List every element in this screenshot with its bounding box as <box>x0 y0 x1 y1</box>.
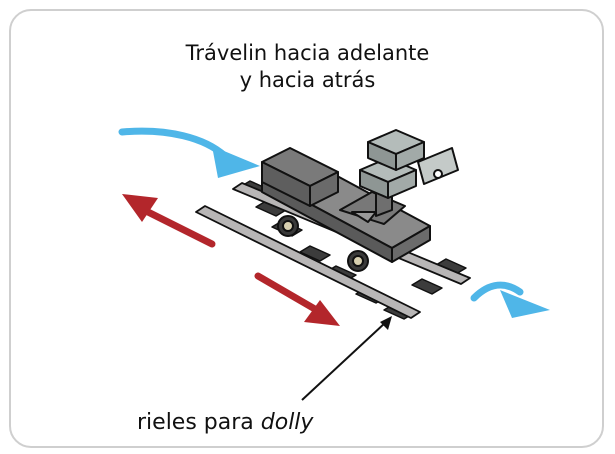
pointer-arrow <box>301 316 392 401</box>
title-line-2: y hacia atrás <box>239 68 376 92</box>
backward-arrow <box>122 194 216 248</box>
motion-arrow-right <box>470 281 550 318</box>
title-line-1: Trávelin hacia adelante <box>185 41 430 65</box>
rail-front <box>195 205 421 319</box>
rails-caption: rieles para dolly <box>137 410 313 436</box>
camera-dolly-icon <box>261 129 459 272</box>
caption-italic: dolly <box>260 410 314 435</box>
diagram-frame <box>9 9 604 448</box>
caption-text: rieles para <box>137 410 261 435</box>
diagram-title: Trávelin hacia adelante y hacia atrás <box>0 40 615 94</box>
forward-arrow <box>254 272 340 326</box>
motion-arrow-left <box>118 127 260 178</box>
